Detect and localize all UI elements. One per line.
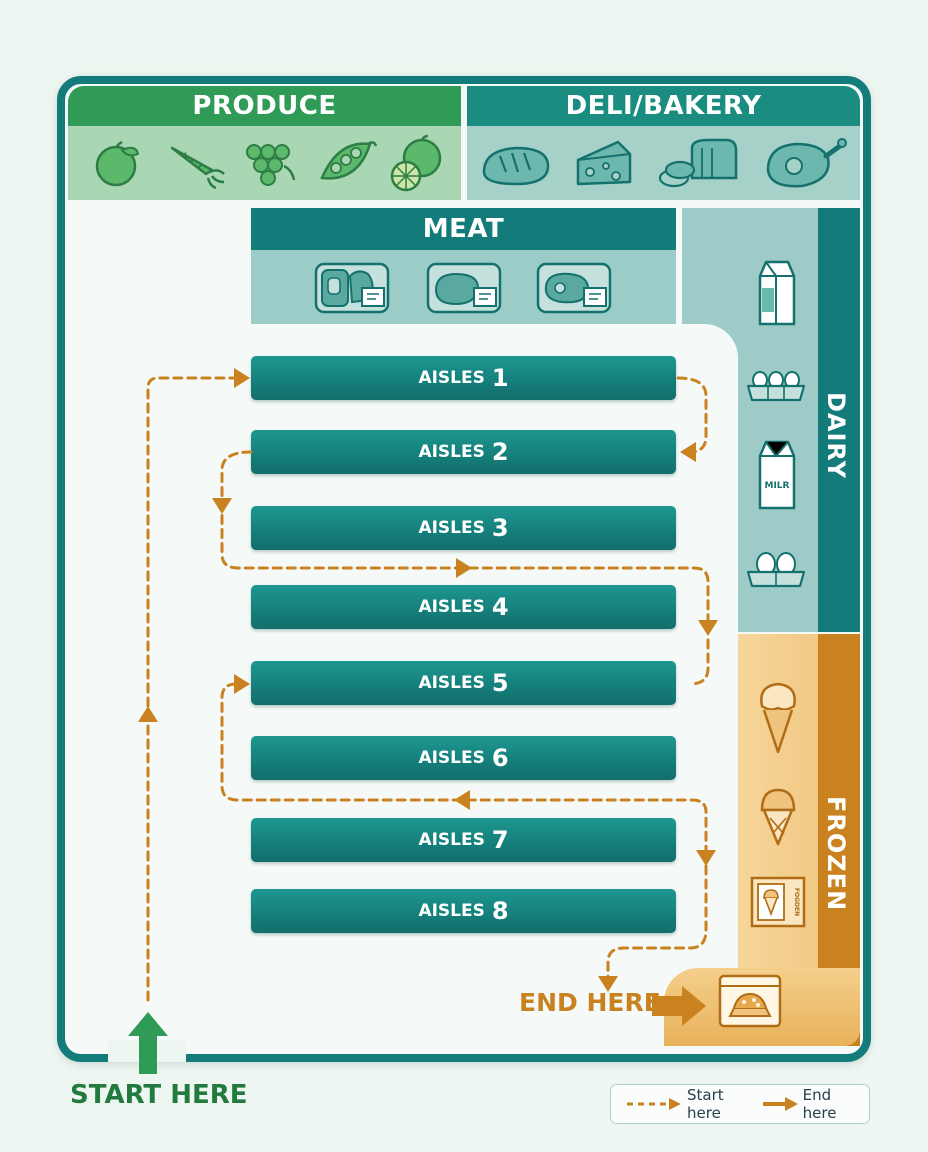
aisle-2: AISLES 2 [251, 430, 676, 474]
aisle-label: AISLES [418, 442, 485, 462]
route-segment-to-aisle-1 [146, 376, 238, 1002]
legend-solid-label: End here [802, 1086, 837, 1122]
aisle-number: 3 [491, 514, 509, 542]
aisle-label: AISLES [418, 673, 485, 693]
aisle-number: 4 [491, 593, 509, 621]
arrowhead-left [454, 790, 470, 810]
deli-bakery-title: DELI/BAKERY [565, 91, 762, 121]
milk-carton-label-icon: MILR [758, 440, 796, 510]
arrowhead-right [234, 368, 250, 388]
egg-carton-icon [746, 552, 806, 588]
aisle-label: AISLES [418, 748, 485, 768]
aisle-1: AISLES 1 [251, 356, 676, 400]
citrus-icon [390, 134, 442, 192]
frozen-meal-icon [718, 974, 782, 1028]
aisle-number: 7 [491, 826, 509, 854]
aisle-7: AISLES 7 [251, 818, 676, 862]
aisle-number: 5 [491, 669, 509, 697]
arrowhead-left [680, 442, 696, 462]
aisle-3: AISLES 3 [251, 506, 676, 550]
steak-package-icon [536, 262, 612, 314]
legend-dashed-label: Start here [687, 1086, 724, 1122]
sliced-loaf-icon [658, 138, 738, 188]
aisle-8: AISLES 8 [251, 889, 676, 933]
route-segment-aisle-4-to-5 [688, 638, 710, 686]
deli-bakery-section-header: DELI/BAKERY [467, 86, 860, 126]
aisle-label: AISLES [418, 518, 485, 538]
frozen-title: FROZEN [822, 796, 850, 912]
route-segment-aisle-5-to-7 [220, 682, 708, 854]
aisle-number: 2 [491, 438, 509, 466]
solid-arrow-icon [762, 1097, 798, 1111]
frozen-box-icon: FOGDEN [750, 876, 806, 928]
walkway-corner [676, 324, 738, 634]
arrowhead-down [598, 976, 618, 992]
ham-icon [766, 138, 847, 188]
end-arrow-icon [652, 986, 706, 1026]
aisle-number: 8 [491, 897, 509, 925]
egg-carton-icon [746, 371, 806, 402]
produce-title: PRODUCE [192, 91, 337, 121]
meat-section-header: MEAT [251, 208, 676, 250]
meat-title: MEAT [422, 214, 505, 244]
aisle-label: AISLES [418, 368, 485, 388]
milk-carton-text: MILR [765, 481, 790, 491]
arrowhead-right [234, 674, 250, 694]
frozen-box-text: FOGDEN [793, 888, 800, 916]
ice-cream-scoop-icon [760, 788, 796, 846]
dairy-wall [818, 208, 860, 632]
meat-package-icon [314, 262, 390, 314]
route-segment-aisle-1-to-2 [676, 376, 708, 454]
arrowhead-right [456, 558, 472, 578]
start-here-label: START HERE [70, 1080, 248, 1110]
peapod-icon [320, 141, 378, 180]
aisle-6: AISLES 6 [251, 736, 676, 780]
aisle-label: AISLES [418, 597, 485, 617]
end-here-label: END HERE [519, 988, 661, 1017]
carrot-icon [170, 146, 225, 190]
arrowhead-down [696, 850, 716, 866]
start-arrow-icon [128, 1012, 168, 1074]
aisle-label: AISLES [418, 830, 485, 850]
chicken-package-icon [426, 262, 502, 314]
arrowhead-down [212, 498, 232, 514]
aisle-5: AISLES 5 [251, 661, 676, 705]
arrowhead-down [698, 620, 718, 636]
apple-icon [95, 140, 140, 187]
aisle-number: 6 [491, 744, 509, 772]
dairy-title: DAIRY [822, 392, 850, 479]
produce-section-header: PRODUCE [68, 86, 461, 126]
route-segment-to-end [606, 864, 708, 980]
bread-icon [482, 146, 550, 186]
ice-cream-cone-icon [760, 682, 796, 754]
grapes-icon [246, 144, 296, 186]
milk-carton-icon [758, 260, 796, 326]
aisle-4: AISLES 4 [251, 585, 676, 629]
cheese-icon [576, 140, 632, 186]
route-segment-aisle-2-to-4 [220, 450, 710, 624]
aisle-label: AISLES [418, 901, 485, 921]
aisle-number: 1 [491, 364, 509, 392]
arrowhead-up [138, 706, 158, 722]
dashed-arrow-icon [627, 1098, 681, 1110]
route-legend: Start here End here [610, 1084, 870, 1124]
